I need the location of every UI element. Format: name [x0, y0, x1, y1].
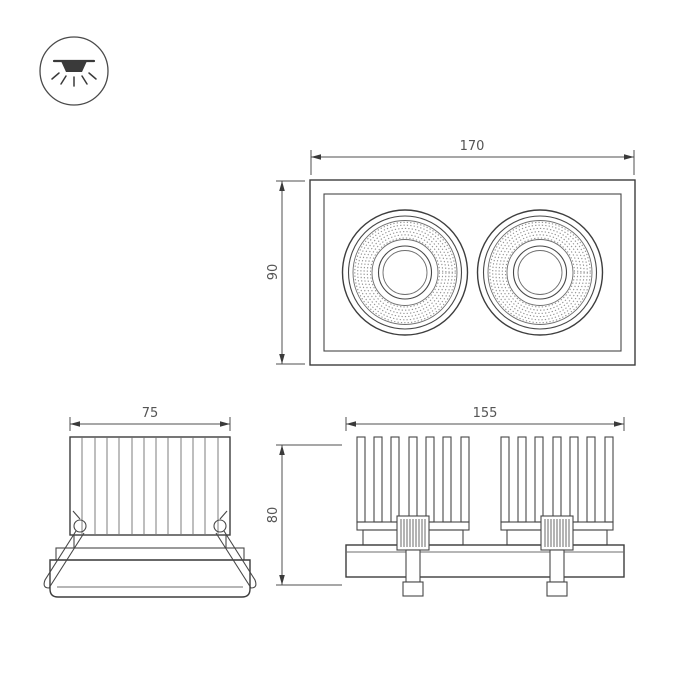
dim-front-height-label: 90	[266, 264, 281, 281]
recessed-downlight-icon	[39, 36, 109, 106]
icon-circle	[39, 36, 109, 106]
dim-front-height: 90	[266, 180, 305, 365]
front-view	[309, 179, 636, 366]
arrow-left	[70, 421, 80, 427]
front-outer-frame	[309, 179, 636, 366]
arrow-right	[220, 421, 230, 427]
mounting-spring-right	[213, 510, 257, 589]
dim-rear-height-label: 80	[266, 507, 281, 524]
rear-view	[345, 436, 625, 597]
trim-bezel	[49, 559, 251, 598]
arrow-up	[279, 445, 285, 455]
trim-flange	[55, 547, 245, 561]
icon-light-rays	[51, 72, 97, 87]
dim-rear-width: 155	[345, 406, 625, 431]
arrow-up	[279, 181, 285, 191]
dim-front-width: 170	[310, 139, 635, 175]
dim-rear-width-label: 155	[473, 406, 498, 421]
mounting-spring-left	[43, 510, 87, 589]
arrow-right	[624, 154, 634, 160]
dim-front-width-label: 170	[460, 139, 485, 154]
mounting-clip-right	[540, 515, 574, 597]
heatsink-fins	[81, 436, 219, 535]
arrow-right	[614, 421, 624, 427]
arrow-down	[279, 575, 285, 585]
icon-lamp-body	[61, 61, 87, 72]
arrow-left	[311, 154, 321, 160]
dim-side-width-label: 75	[142, 406, 159, 421]
lamp-right	[476, 209, 604, 336]
mounting-clip-left	[396, 515, 430, 597]
trim-band	[345, 544, 625, 578]
dim-side-width: 75	[69, 406, 231, 431]
heatsink-body	[69, 436, 231, 536]
front-inner-frame	[323, 193, 622, 352]
arrow-left	[346, 421, 356, 427]
side-view	[43, 436, 257, 598]
arrow-down	[279, 354, 285, 364]
lamp-left	[341, 209, 469, 336]
dim-rear-height: 80	[266, 444, 342, 586]
